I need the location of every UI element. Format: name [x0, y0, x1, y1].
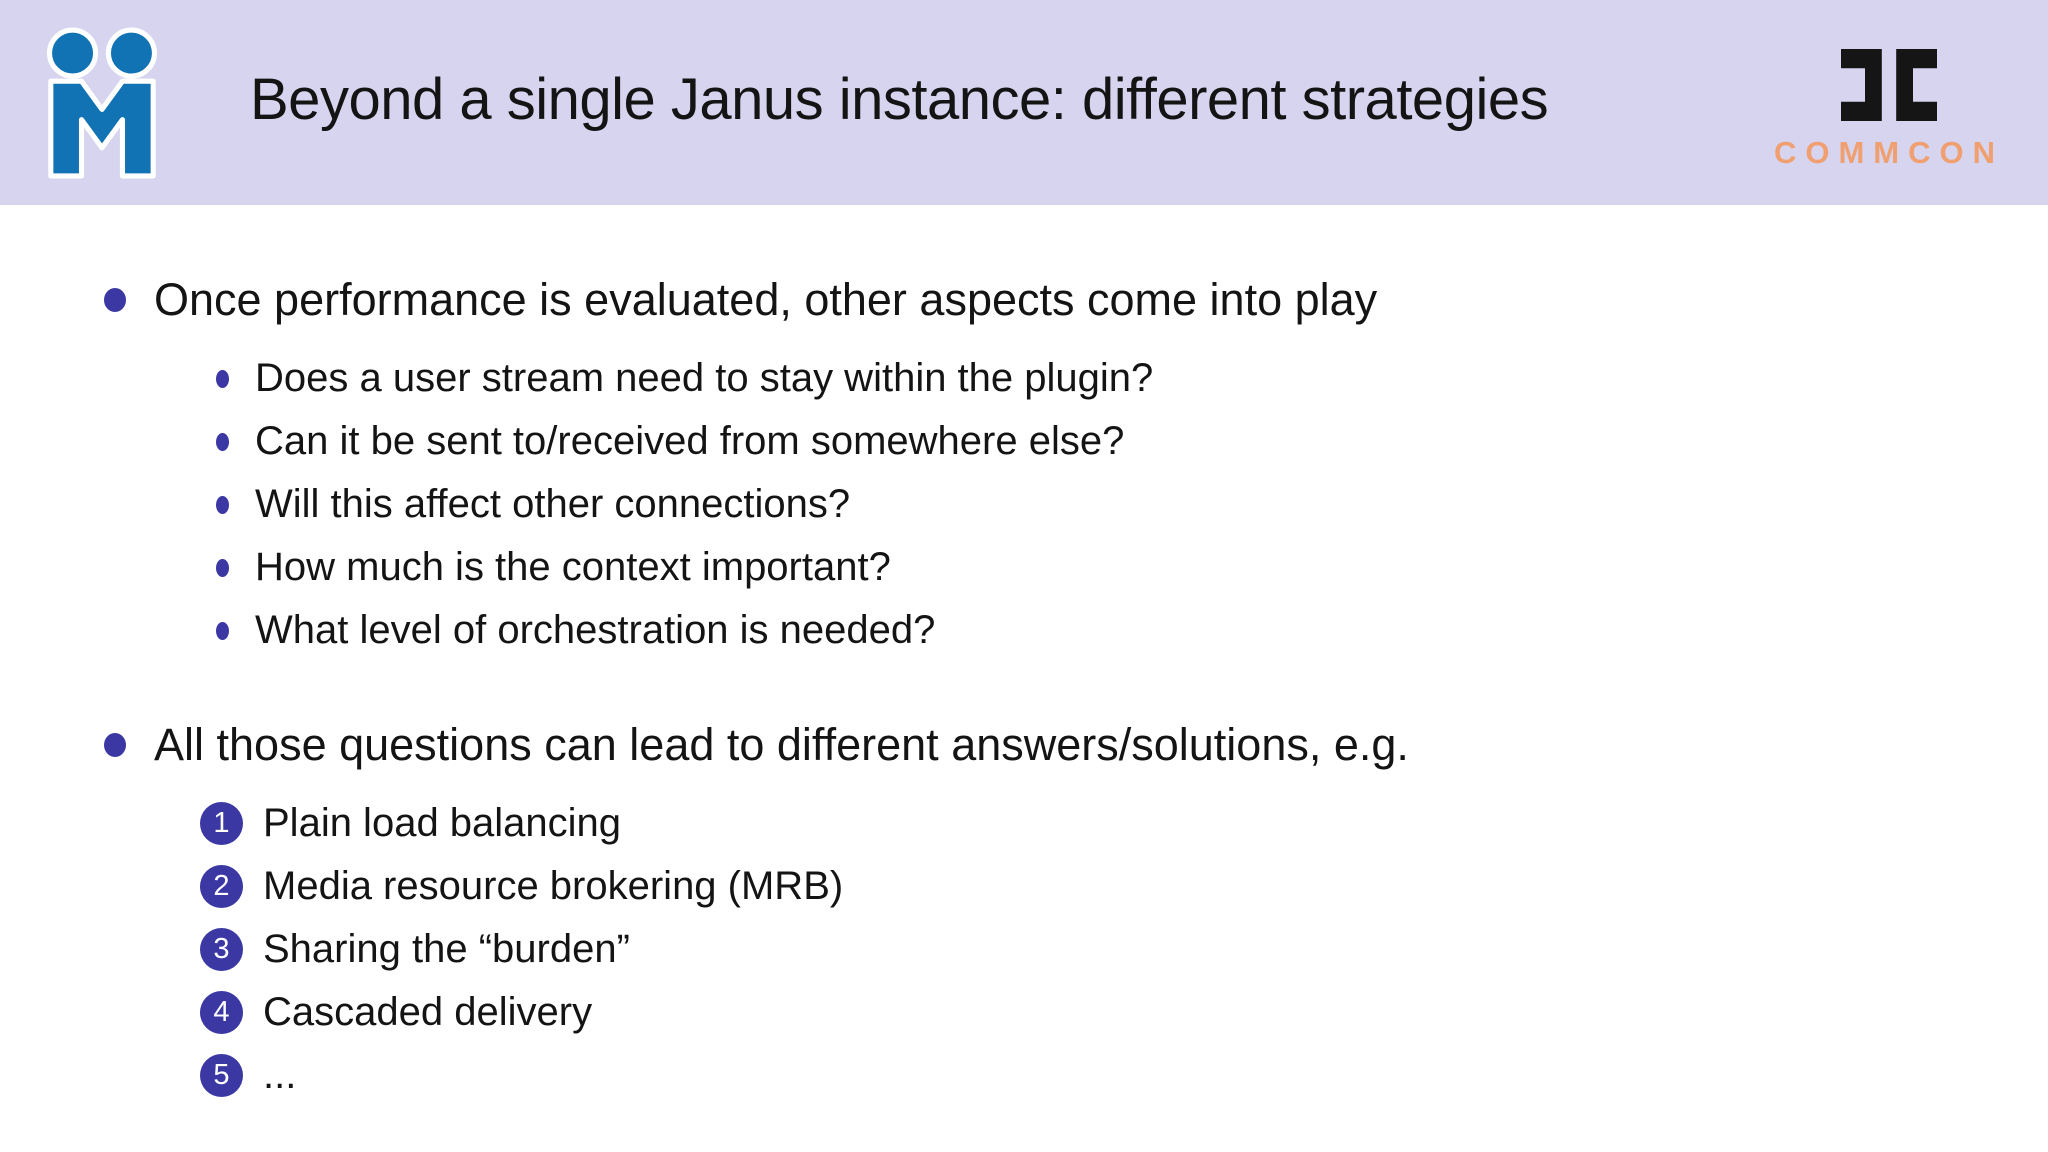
bullet-icon [216, 558, 229, 577]
bullet-icon [216, 621, 229, 640]
sub-bullet-text: How much is the context important? [255, 545, 891, 589]
sub-bullet-text: Can it be sent to/received from somewher… [255, 419, 1125, 463]
numbered-item-text: Cascaded delivery [263, 990, 593, 1034]
numbered-item-text: ... [263, 1053, 297, 1097]
numbered-badge-icon: 4 [200, 991, 243, 1034]
sub-bullet-text: Will this affect other connections? [255, 482, 851, 526]
numbered-badge-icon: 3 [200, 928, 243, 971]
sub-bullet-text: Does a user stream need to stay within t… [255, 356, 1154, 400]
numbered-list: 1 Plain load balancing 2 Media resource … [200, 792, 2048, 1107]
numbered-item-text: Media resource brokering (MRB) [263, 864, 844, 908]
commcon-logo: COMMCON [1774, 35, 2004, 171]
slide-title: Beyond a single Janus instance: differen… [250, 67, 1549, 132]
bullet-icon [104, 288, 126, 312]
numbered-item: 3 Sharing the “burden” [200, 918, 2048, 981]
sub-bullet-list: Does a user stream need to stay within t… [216, 347, 2048, 662]
numbered-item: 4 Cascaded delivery [200, 981, 2048, 1044]
slide-header: Beyond a single Janus instance: differen… [0, 0, 2048, 205]
slide-body: Once performance is evaluated, other asp… [0, 205, 2048, 1107]
slide-root: Beyond a single Janus instance: differen… [0, 0, 2048, 1107]
bullet-icon [216, 369, 229, 388]
sub-bullet-item: Can it be sent to/received from somewher… [216, 410, 2048, 473]
numbered-badge-icon: 2 [200, 865, 243, 908]
numbered-badge-icon: 5 [200, 1054, 243, 1097]
bullet-icon [216, 432, 229, 451]
numbered-badge-icon: 1 [200, 802, 243, 845]
numbered-item-text: Plain load balancing [263, 801, 622, 845]
bullet-group-solutions: All those questions can lead to differen… [104, 718, 2048, 1107]
sub-bullet-item: What level of orchestration is needed? [216, 599, 2048, 662]
bullet-item: Once performance is evaluated, other asp… [104, 273, 2048, 327]
bullet-icon [216, 495, 229, 514]
bullet-group-questions: Once performance is evaluated, other asp… [104, 273, 2048, 662]
sub-bullet-item: Does a user stream need to stay within t… [216, 347, 2048, 410]
meetecho-logo-icon [38, 17, 166, 189]
bullet-text: Once performance is evaluated, other asp… [154, 274, 1378, 325]
bullet-text: All those questions can lead to differen… [154, 719, 1409, 770]
commcon-mark-icon [1840, 48, 1937, 121]
sub-bullet-item: Will this affect other connections? [216, 473, 2048, 536]
sub-bullet-text: What level of orchestration is needed? [255, 608, 936, 652]
numbered-item: 2 Media resource brokering (MRB) [200, 855, 2048, 918]
numbered-item: 5 ... [200, 1044, 2048, 1107]
bullet-icon [104, 733, 126, 757]
commcon-wordmark: COMMCON [1773, 134, 2004, 170]
sub-bullet-item: How much is the context important? [216, 536, 2048, 599]
bullet-item: All those questions can lead to differen… [104, 718, 2048, 772]
numbered-item-text: Sharing the “burden” [263, 927, 630, 971]
numbered-item: 1 Plain load balancing [200, 792, 2048, 855]
